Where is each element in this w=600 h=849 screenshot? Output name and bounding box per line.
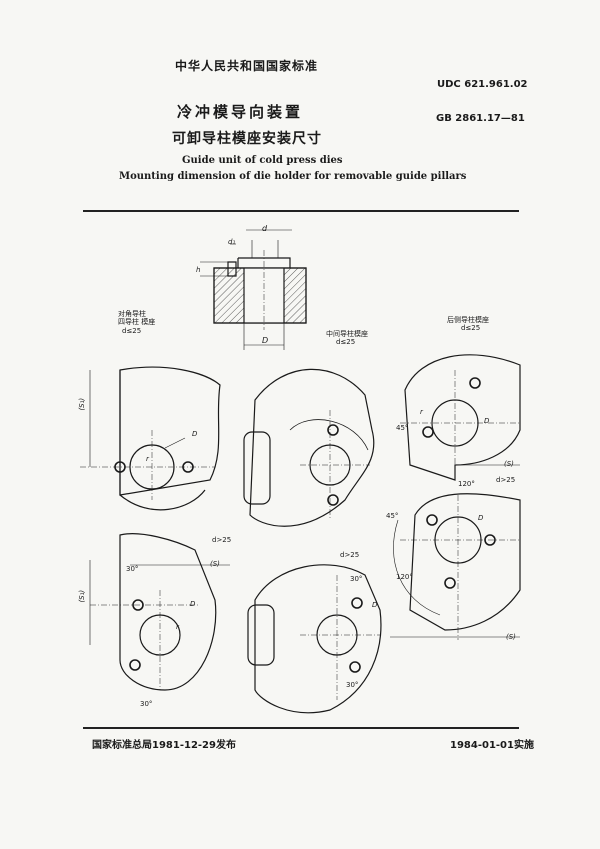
label-r-bottom-left: r: [176, 623, 179, 631]
label-D-top-right: D: [484, 417, 490, 425]
label-angle-120-a: 120°: [458, 480, 475, 488]
view-diagonal-top: [80, 366, 221, 511]
effective-date: 1984-01-01实施: [450, 740, 534, 751]
section-d-label: d: [262, 224, 268, 233]
label-angle-45-b: 45°: [386, 512, 399, 520]
label-angle-120-b: 120°: [396, 573, 413, 581]
label-S-top-right: (S): [504, 460, 514, 468]
bottom-rule: [83, 727, 519, 729]
label-r-top-right: r: [420, 408, 423, 416]
label-r-top-left: r: [146, 455, 149, 463]
section-d1-label: d₁: [228, 238, 235, 246]
title-cn-line2: 可卸导柱模座安装尺寸: [172, 131, 322, 147]
section-D-label: D: [262, 336, 268, 345]
label-angle-30-c: 30°: [140, 700, 153, 708]
label-d-gt-25-middle: d>25: [340, 551, 360, 559]
view-middle-bottom: [247, 564, 382, 714]
section-h-label: h: [196, 266, 200, 274]
label-rear-holder: 后侧导柱模座 d≤25: [447, 316, 489, 333]
label-S1-top-left: (S₁): [78, 397, 87, 411]
label-D-bottom-middle: D: [372, 601, 378, 609]
udc-number: UDC 621.961.02: [437, 79, 528, 90]
label-angle-45-a: 45°: [396, 424, 409, 432]
title-en-line2: Mounting dimension of die holder for rem…: [119, 171, 467, 182]
title-en-line1: Guide unit of cold press dies: [182, 155, 343, 166]
label-D-top-left: D: [192, 430, 198, 438]
label-S-bottom-right: (S): [506, 633, 516, 641]
view-rear-top: [400, 354, 521, 481]
label-d-gt-25-left: d>25: [212, 536, 232, 544]
label-angle-30-a: 30°: [126, 565, 139, 573]
label-angle-30-d: 30°: [346, 681, 359, 689]
issued-date: 国家标准总局1981-12-29发布: [92, 740, 236, 751]
standard-title: 中华人民共和国国家标准: [175, 59, 319, 73]
label-diagonal-holder: 对角导柱 四导柱 模座 d≤25: [118, 310, 156, 335]
gb-number: GB 2861.17—81: [436, 113, 525, 124]
view-diagonal-bottom: [89, 533, 230, 691]
label-D-bottom-left: D: [190, 600, 196, 608]
label-S-bottom-left: (S): [210, 560, 220, 568]
label-middle-holder: 中间导柱模座 d≤25: [326, 330, 368, 347]
label-D-bottom-right: D: [478, 514, 484, 522]
view-middle-top: [243, 368, 375, 527]
label-S1-bottom-left: (S₁): [78, 589, 87, 603]
section-view: [200, 229, 307, 350]
title-cn-line1: 冷冲模导向装置: [177, 103, 304, 121]
view-rear-bottom: [390, 493, 521, 640]
label-d-gt-25-right: d>25: [496, 476, 516, 484]
top-rule: [83, 210, 519, 212]
label-angle-30-b: 30°: [350, 575, 363, 583]
